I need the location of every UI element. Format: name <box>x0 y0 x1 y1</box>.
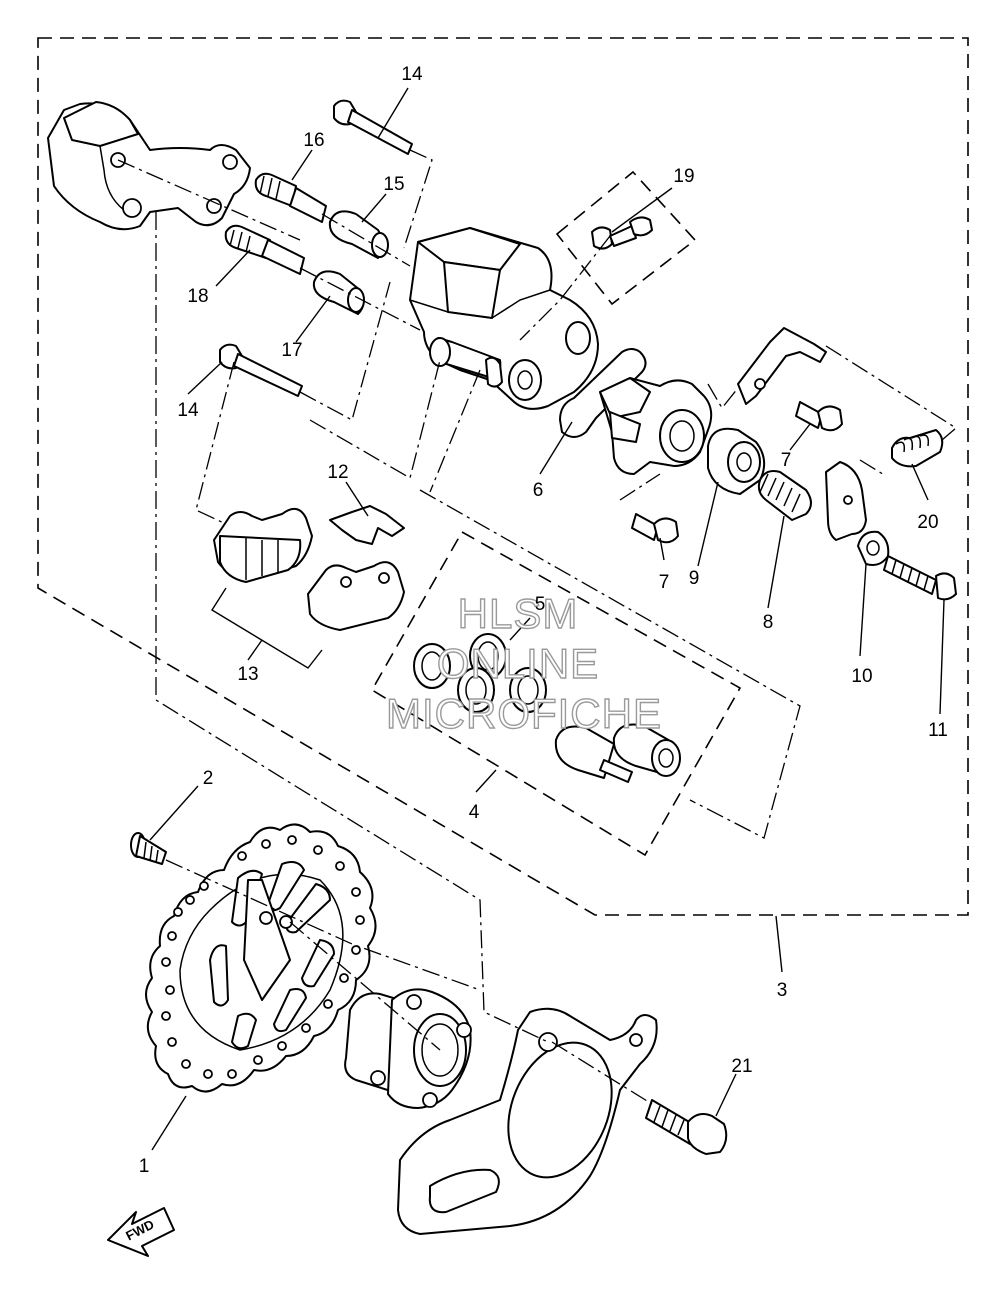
callout-4: 4 <box>469 802 480 823</box>
callout-numbers: 14 16 15 19 18 17 14 12 6 7 20 7 9 8 5 1… <box>139 64 948 1177</box>
adjuster-screw <box>757 470 812 521</box>
callout-5: 5 <box>535 594 546 615</box>
watermark-line-1: HLSM <box>458 590 579 637</box>
alignment-lines <box>117 149 958 1105</box>
pin-boot-lower <box>312 270 365 315</box>
wheel-hub <box>344 988 472 1109</box>
callout-10: 10 <box>851 666 872 687</box>
brake-disc <box>145 823 377 1093</box>
callout-19: 19 <box>673 166 694 187</box>
caliper-body <box>409 227 599 410</box>
pad-pin-lower <box>219 343 303 397</box>
callout-20: 20 <box>917 512 938 533</box>
callout-9: 9 <box>689 568 700 589</box>
brake-lever-plate <box>825 461 867 541</box>
pad-pin-upper <box>333 99 413 155</box>
brake-pad-front <box>213 507 313 583</box>
lever-bracket <box>737 327 827 405</box>
leader-lines <box>149 87 945 1151</box>
callout-21: 21 <box>731 1056 752 1077</box>
caliper-holder <box>47 101 251 231</box>
disc-bolt <box>130 832 167 865</box>
callout-7-lower: 7 <box>659 572 670 593</box>
piston-seals <box>413 633 547 713</box>
callout-13: 13 <box>237 664 258 685</box>
callout-12: 12 <box>327 462 348 483</box>
fwd-direction-marker: FWD <box>107 1207 175 1257</box>
caliper-bracket <box>397 1007 658 1235</box>
slide-pin-upper <box>254 172 327 223</box>
callout-1: 1 <box>139 1156 150 1177</box>
callout-6: 6 <box>533 480 544 501</box>
mounting-screw-lower <box>631 513 679 544</box>
watermark: HLSM ONLINE MICROFICHE <box>385 589 662 737</box>
watermark-line-3: MICROFICHE <box>386 690 662 737</box>
callout-3: 3 <box>777 980 788 1001</box>
master-piston <box>707 427 766 495</box>
bracket-bolt <box>645 1099 728 1155</box>
cylinder-housing <box>599 377 713 475</box>
callout-2: 2 <box>203 768 214 789</box>
pin-boot-upper <box>328 210 389 259</box>
callout-18: 18 <box>187 286 208 307</box>
mounting-screw-upper <box>795 401 843 432</box>
bleed-screw <box>591 216 653 250</box>
pad-spring <box>329 505 405 545</box>
callout-14-lower: 14 <box>177 400 199 421</box>
callout-16: 16 <box>303 130 324 151</box>
callout-17: 17 <box>281 340 302 361</box>
caliper-pistons <box>554 723 681 783</box>
callout-14-upper: 14 <box>401 64 423 85</box>
slide-pin-lower <box>224 224 305 275</box>
callout-7-upper: 7 <box>781 450 792 471</box>
watermark-line-2: ONLINE <box>437 640 599 687</box>
callout-15: 15 <box>383 174 404 195</box>
caliper-assembly-boundary <box>37 37 969 916</box>
return-spring <box>891 429 944 468</box>
callout-11: 11 <box>928 720 948 741</box>
adjuster-bolt <box>883 555 957 601</box>
washer-nut <box>857 530 890 566</box>
brake-pad-rear <box>307 561 405 631</box>
seal-kit-boundary <box>370 530 742 857</box>
callout-8: 8 <box>763 612 774 633</box>
